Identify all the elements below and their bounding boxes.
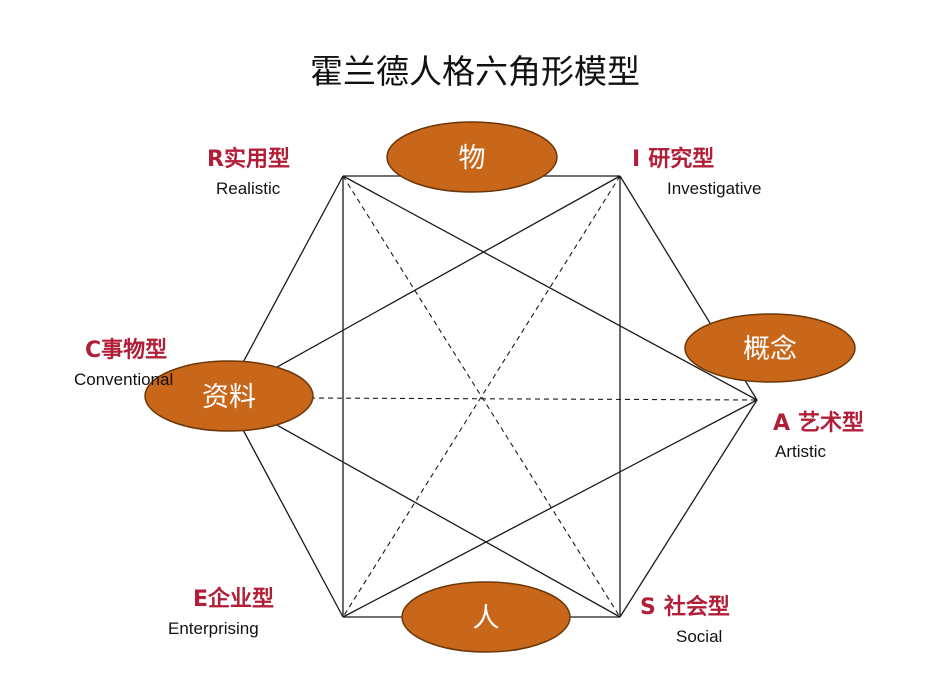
svg-text:R实用型: R实用型	[207, 146, 290, 172]
type-letter-a: A	[773, 411, 790, 436]
type-en-r: Realistic	[216, 179, 281, 198]
type-en-a: Artistic	[775, 442, 827, 461]
type-cn-c: 事物型	[101, 337, 167, 363]
type-letter-s: S	[640, 595, 656, 620]
edge-a-s	[619, 399, 758, 618]
label-ideas: 概念	[743, 334, 797, 365]
type-letter-e: E	[193, 587, 208, 612]
dashed-diagonals	[309, 175, 758, 618]
ellipse-data	[144, 360, 314, 432]
type-cn-r: 实用型	[224, 146, 290, 172]
label-people: 人	[473, 603, 500, 634]
inner-connections	[224, 175, 758, 618]
svg-text:E企业型: E企业型	[193, 586, 274, 612]
type-en-e: Enterprising	[168, 619, 259, 638]
type-conventional: C事物型 Conventional	[74, 337, 173, 389]
dashed-r-s	[342, 175, 621, 618]
type-enterprising: E企业型 Enterprising	[168, 586, 274, 638]
dashed-i-e	[342, 175, 621, 618]
dimension-ideas: 概念	[684, 313, 856, 383]
type-social: S 社会型 Social	[640, 594, 730, 646]
type-en-s: Social	[676, 627, 722, 646]
line-i-c	[224, 175, 621, 397]
hexagon-outline	[224, 175, 758, 618]
type-letter-c: C	[85, 338, 101, 363]
ellipse-things	[386, 121, 558, 193]
type-cn-s: 社会型	[664, 594, 730, 620]
page-title: 霍兰德人格六角形模型	[310, 52, 640, 91]
label-things: 物	[459, 143, 486, 174]
dimension-people: 人	[401, 581, 571, 653]
line-r-a	[342, 175, 758, 401]
type-investigative: I 研究型 Investigative	[632, 146, 762, 198]
type-letter-i: I	[632, 147, 640, 172]
edge-c-r	[224, 175, 344, 397]
type-en-c: Conventional	[74, 370, 173, 389]
edge-e-c	[224, 395, 344, 618]
type-cn-a: 艺术型	[798, 410, 864, 436]
type-realistic: R实用型 Realistic	[207, 146, 290, 198]
ellipse-ideas	[684, 313, 856, 383]
line-c-s	[224, 395, 621, 618]
line-a-e	[342, 399, 758, 618]
dimension-things: 物	[386, 121, 558, 193]
svg-text:C事物型: C事物型	[85, 337, 167, 363]
type-en-i: Investigative	[667, 179, 762, 198]
type-cn-e: 企业型	[207, 586, 274, 612]
dimension-data: 资料	[144, 360, 314, 432]
type-artistic: A 艺术型 Artistic	[773, 410, 864, 461]
type-letter-r: R	[207, 147, 224, 172]
label-data: 资料	[202, 382, 256, 413]
type-cn-i: 研究型	[648, 146, 714, 172]
ellipse-people	[401, 581, 571, 653]
dashed-c-a	[309, 397, 758, 401]
